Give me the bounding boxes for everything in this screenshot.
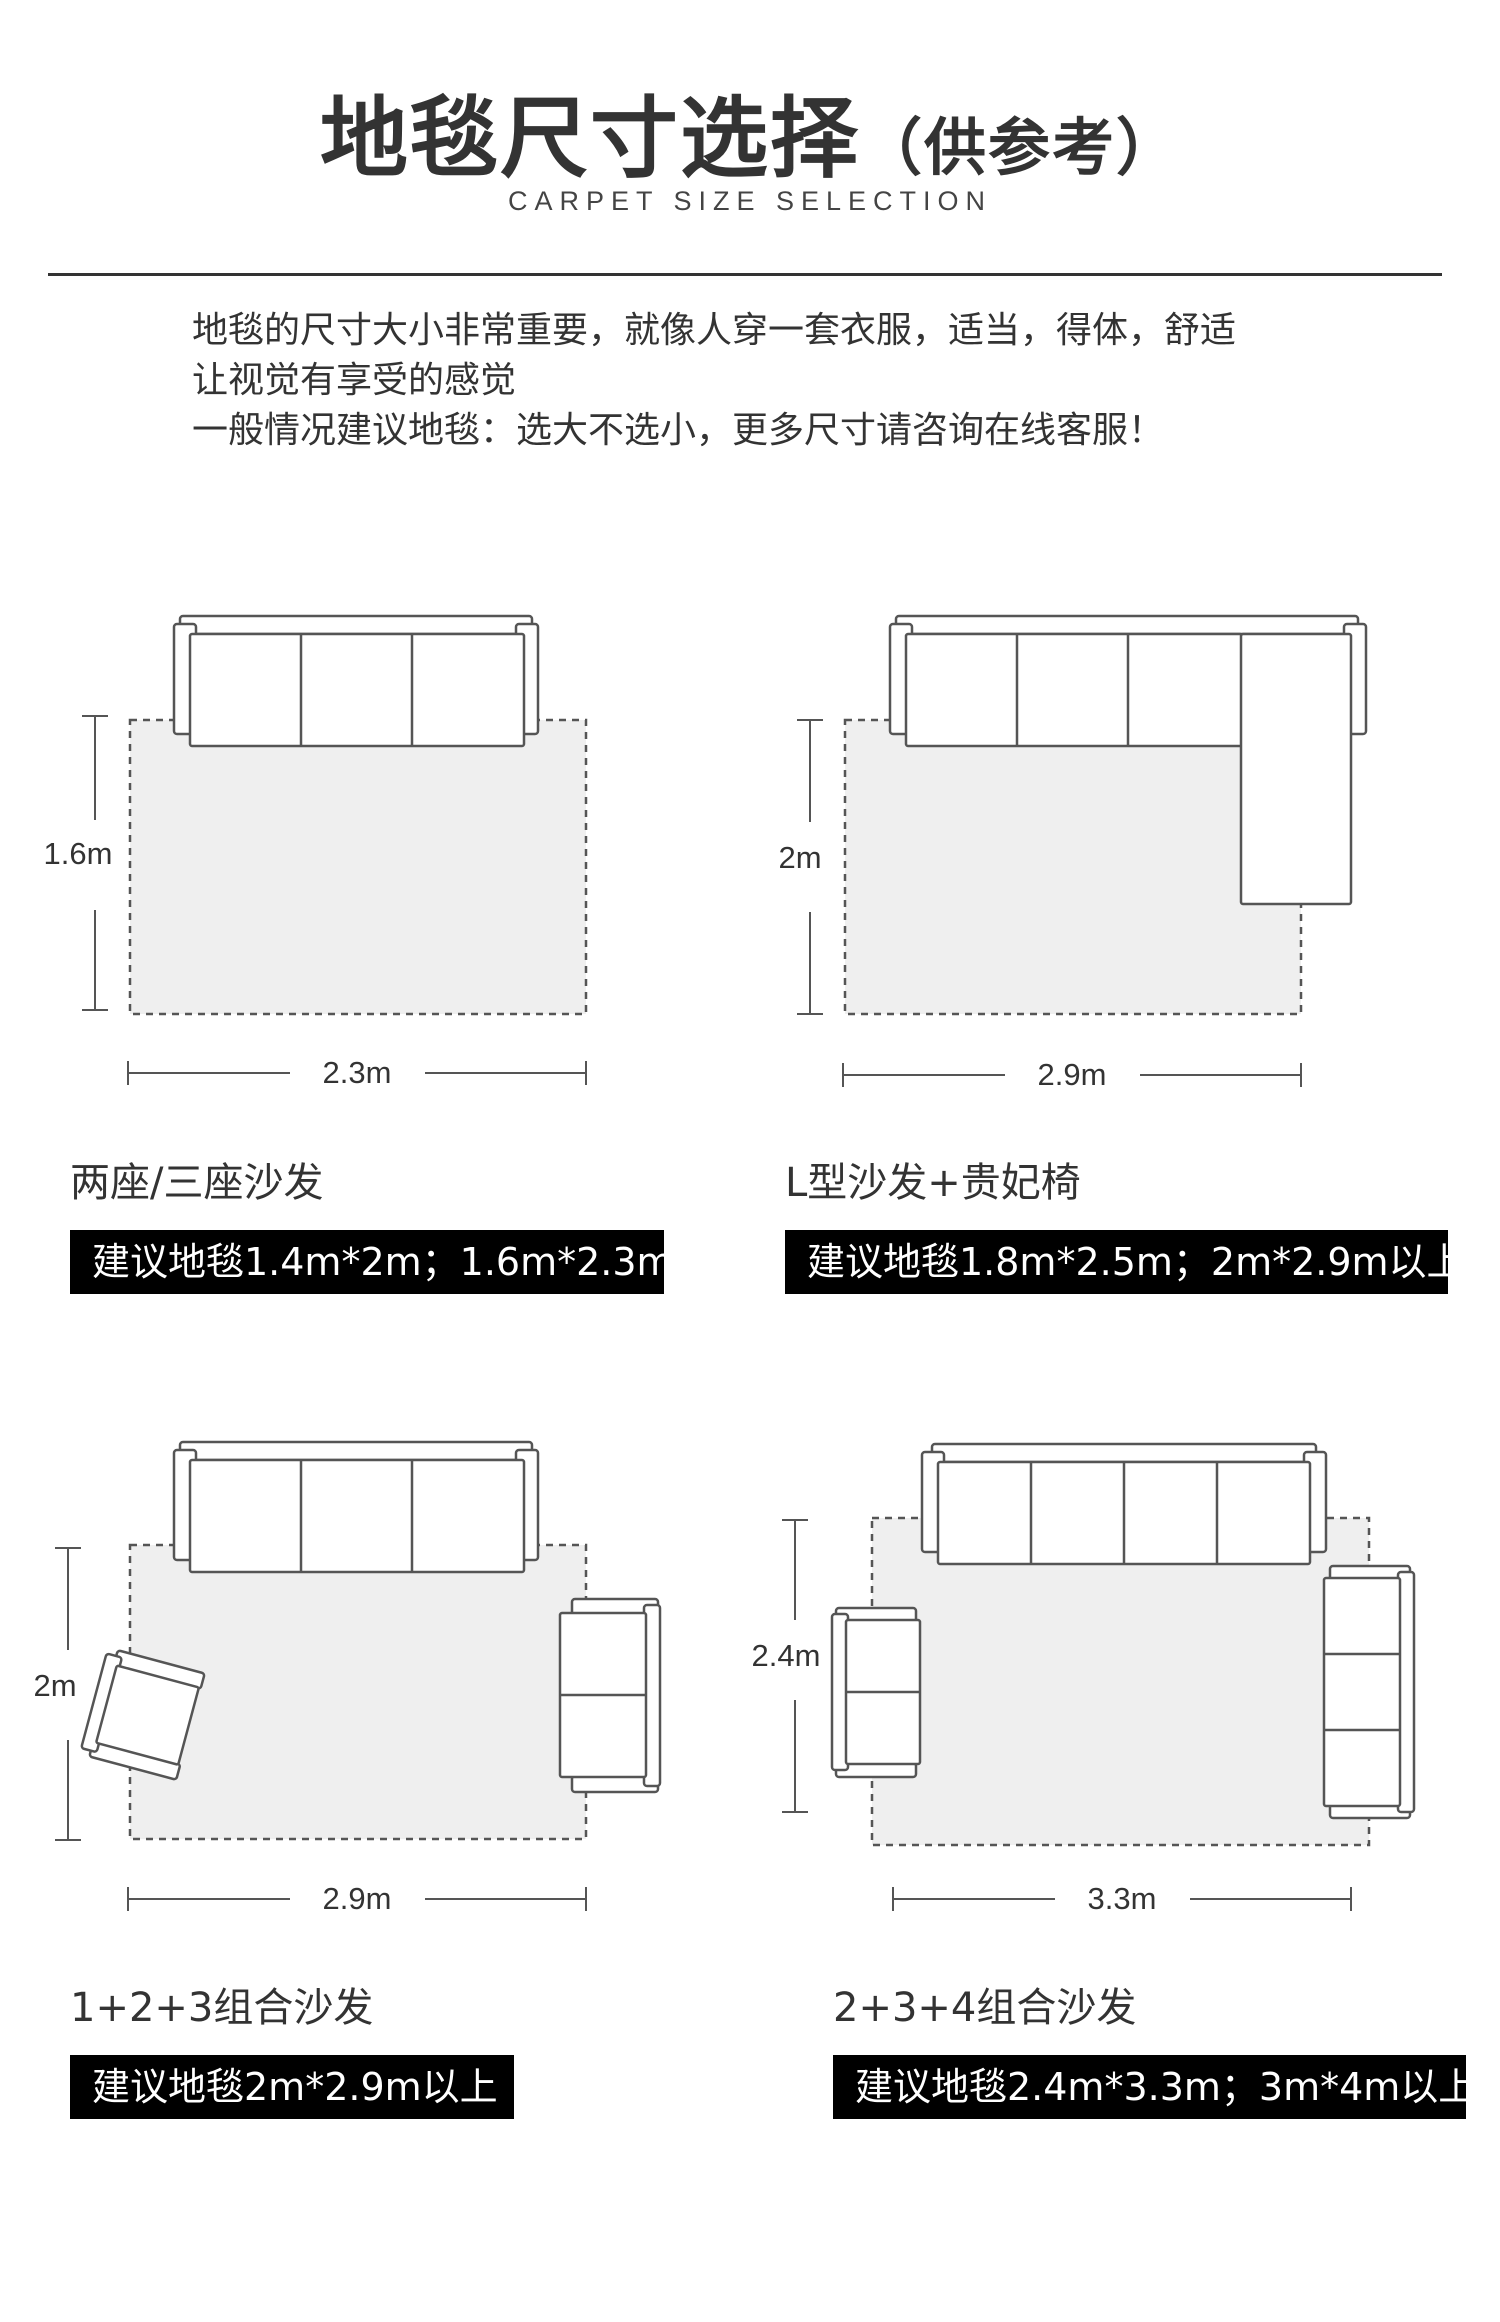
dimension-lines — [55, 715, 1352, 1911]
layout-2-width-label: 2.9m — [1038, 1057, 1107, 1092]
sofa-3-two-seat — [558, 1597, 662, 1794]
layout-2-caption: L型沙发+贵妃椅 — [785, 1160, 1081, 1206]
layout-3-height-label: 2m — [33, 1668, 76, 1703]
rug-3 — [128, 1543, 588, 1841]
sofa-4-two-seat — [830, 1606, 922, 1779]
layout-2-recommendation: 建议地毯1.8m*2.5m；2m*2.9m以上 — [785, 1230, 1465, 1294]
rug-1 — [128, 718, 588, 1016]
layout-1-caption: 两座/三座沙发 — [70, 1160, 324, 1206]
layout-3-caption: 1+2+3组合沙发 — [70, 1985, 374, 2031]
title-main: 地毯尺寸选择 — [319, 87, 860, 190]
header-divider — [48, 273, 1442, 276]
layout-3-recommendation: 建议地毯2m*2.9m以上 — [70, 2055, 514, 2119]
layout-1-height-label: 1.6m — [44, 836, 113, 871]
intro-text: 地毯的尺寸大小非常重要，就像人穿一套衣服，适当，得体，舒适 让视觉有享受的感觉 … — [192, 306, 1352, 456]
rug-4 — [870, 1516, 1371, 1847]
layout-3-width-label: 2.9m — [323, 1881, 392, 1916]
title-suffix: （供参考） — [860, 111, 1181, 184]
intro-line-3: 一般情况建议地毯：选大不选小，更多尺寸请咨询在线客服！ — [192, 410, 1165, 451]
page-title: 地毯尺寸选择（供参考） — [0, 68, 1500, 195]
page-subtitle: CARPET SIZE SELECTION — [507, 186, 993, 216]
rug-2 — [843, 718, 1303, 1016]
layout-1-recommendation: 建议地毯1.4m*2m；1.6m*2.3m — [70, 1230, 674, 1294]
sofa-2-l-shape — [888, 614, 1368, 906]
layout-4-height-label: 2.4m — [752, 1638, 821, 1673]
armchair-3-single — [80, 1649, 206, 1781]
intro-line-1: 地毯的尺寸大小非常重要，就像人穿一套衣服，适当，得体，舒适 — [192, 310, 1237, 351]
intro-line-2: 让视觉有享受的感觉 — [192, 360, 517, 401]
layout-4-width-label: 3.3m — [1088, 1881, 1157, 1916]
layout-1-width-label: 2.3m — [323, 1055, 392, 1090]
sofa-4-three-seat — [1322, 1564, 1416, 1820]
layout-4-diagram — [830, 1442, 1416, 1847]
layout-2-height-label: 2m — [778, 840, 821, 875]
layout-4-recommendation: 建议地毯2.4m*3.3m；3m*4m以上 — [833, 2055, 1476, 2119]
sofa-4-four-seat — [920, 1442, 1328, 1566]
sofa-3-three-seat — [172, 1440, 540, 1574]
layout-4-caption: 2+3+4组合沙发 — [833, 1985, 1137, 2031]
layout-2-diagram — [843, 614, 1368, 1016]
layout-1-diagram — [128, 614, 588, 1016]
layout-3-diagram — [80, 1440, 662, 1841]
sofa-1-three-seat — [172, 614, 540, 748]
